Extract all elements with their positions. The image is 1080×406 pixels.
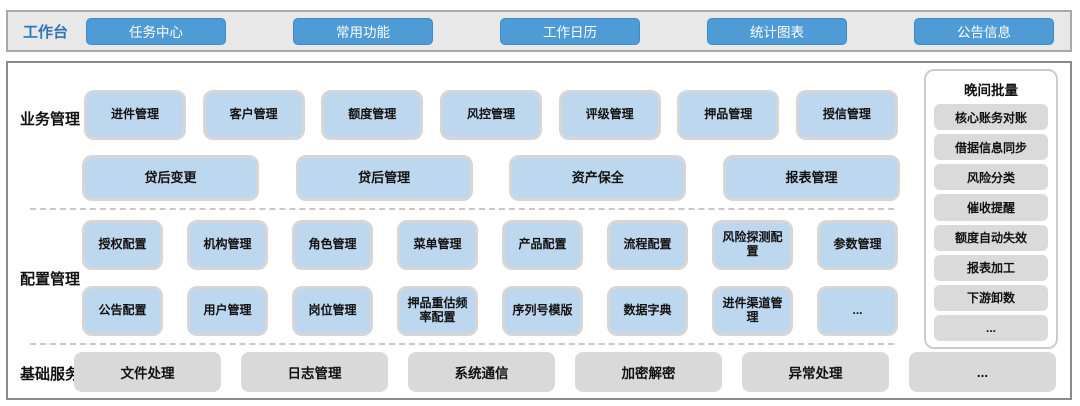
- module-box[interactable]: 风控管理: [439, 90, 542, 140]
- module-box[interactable]: 进件管理: [84, 90, 186, 140]
- batch-item[interactable]: 催收提醒: [934, 194, 1048, 221]
- workbench-label: 工作台: [23, 23, 69, 41]
- module-box[interactable]: 授权配置: [82, 220, 163, 270]
- nav-button[interactable]: 任务中心: [86, 17, 227, 45]
- module-box[interactable]: 授信管理: [795, 90, 898, 140]
- module-box[interactable]: 贷后管理: [295, 155, 473, 201]
- batch-item[interactable]: 核心账务对账: [934, 104, 1048, 131]
- platform-panel: 业务管理 进件管理客户管理额度管理风控管理评级管理押品管理授信管理 贷后变更贷后…: [6, 61, 1072, 400]
- batch-item[interactable]: 借据信息同步: [934, 134, 1048, 161]
- module-box[interactable]: 资产保全: [509, 155, 687, 201]
- batch-item[interactable]: 额度自动失效: [934, 224, 1048, 251]
- module-box[interactable]: 公告配置: [82, 286, 163, 336]
- nav-button[interactable]: 公告信息: [913, 17, 1054, 45]
- service-box[interactable]: 日志管理: [241, 352, 388, 392]
- nav-button[interactable]: 工作日历: [499, 17, 640, 45]
- service-box[interactable]: 异常处理: [742, 352, 889, 392]
- module-box[interactable]: 序列号模版: [502, 286, 583, 336]
- module-box[interactable]: 客户管理: [202, 90, 305, 140]
- workbench-nav: 任务中心 常用功能 工作日历 统计图表 公告信息: [86, 17, 1054, 45]
- module-box[interactable]: 角色管理: [292, 220, 373, 270]
- workbench-bar: 工作台 任务中心 常用功能 工作日历 统计图表 公告信息: [6, 10, 1072, 52]
- module-box[interactable]: 风险探测配置: [712, 220, 793, 270]
- module-box[interactable]: ...: [817, 286, 898, 336]
- module-box[interactable]: 产品配置: [502, 220, 583, 270]
- night-batch-panel: 晚间批量 核心账务对账借据信息同步风险分类催收提醒额度自动失效报表加工下游卸数.…: [924, 69, 1058, 349]
- night-batch-title: 晚间批量: [964, 83, 1018, 98]
- module-box[interactable]: 用户管理: [187, 286, 268, 336]
- service-box[interactable]: 文件处理: [74, 352, 221, 392]
- service-box[interactable]: 系统通信: [408, 352, 555, 392]
- module-box[interactable]: 报表管理: [722, 155, 900, 201]
- business-row-1: 进件管理客户管理额度管理风控管理评级管理押品管理授信管理: [84, 90, 898, 140]
- module-box[interactable]: 流程配置: [607, 220, 688, 270]
- module-box[interactable]: 押品管理: [677, 90, 780, 140]
- business-row-2: 贷后变更贷后管理资产保全报表管理: [82, 155, 900, 201]
- batch-item[interactable]: 报表加工: [934, 254, 1048, 281]
- night-batch-list: 核心账务对账借据信息同步风险分类催收提醒额度自动失效报表加工下游卸数...: [934, 104, 1048, 341]
- base-service-row: 文件处理日志管理系统通信加密解密异常处理...: [74, 352, 1056, 392]
- section-label-config: 配置管理: [19, 271, 80, 288]
- section-divider: [30, 343, 894, 345]
- config-row-1: 授权配置机构管理角色管理菜单管理产品配置流程配置风险探测配置参数管理: [82, 220, 898, 270]
- service-box[interactable]: 加密解密: [575, 352, 722, 392]
- section-label-base: 基础服务: [19, 366, 80, 383]
- config-row-2: 公告配置用户管理岗位管理押品重估频率配置序列号模版数据字典进件渠道管理...: [82, 286, 898, 336]
- service-box[interactable]: ...: [909, 352, 1056, 392]
- module-box[interactable]: 评级管理: [558, 90, 661, 140]
- module-box[interactable]: 进件渠道管理: [712, 286, 793, 336]
- batch-item[interactable]: 下游卸数: [934, 284, 1048, 311]
- nav-button[interactable]: 常用功能: [293, 17, 433, 45]
- module-box[interactable]: 岗位管理: [292, 286, 373, 336]
- batch-item[interactable]: 风险分类: [934, 164, 1048, 191]
- module-box[interactable]: 参数管理: [817, 220, 898, 270]
- module-box[interactable]: 额度管理: [321, 90, 424, 140]
- nav-button[interactable]: 统计图表: [706, 17, 847, 45]
- module-box[interactable]: 数据字典: [607, 286, 688, 336]
- module-box[interactable]: 机构管理: [187, 220, 268, 270]
- module-box[interactable]: 贷后变更: [82, 155, 259, 201]
- section-divider: [30, 208, 894, 210]
- module-box[interactable]: 押品重估频率配置: [397, 286, 478, 336]
- section-label-business: 业务管理: [19, 111, 80, 128]
- module-box[interactable]: 菜单管理: [397, 220, 478, 270]
- batch-item[interactable]: ...: [934, 314, 1048, 341]
